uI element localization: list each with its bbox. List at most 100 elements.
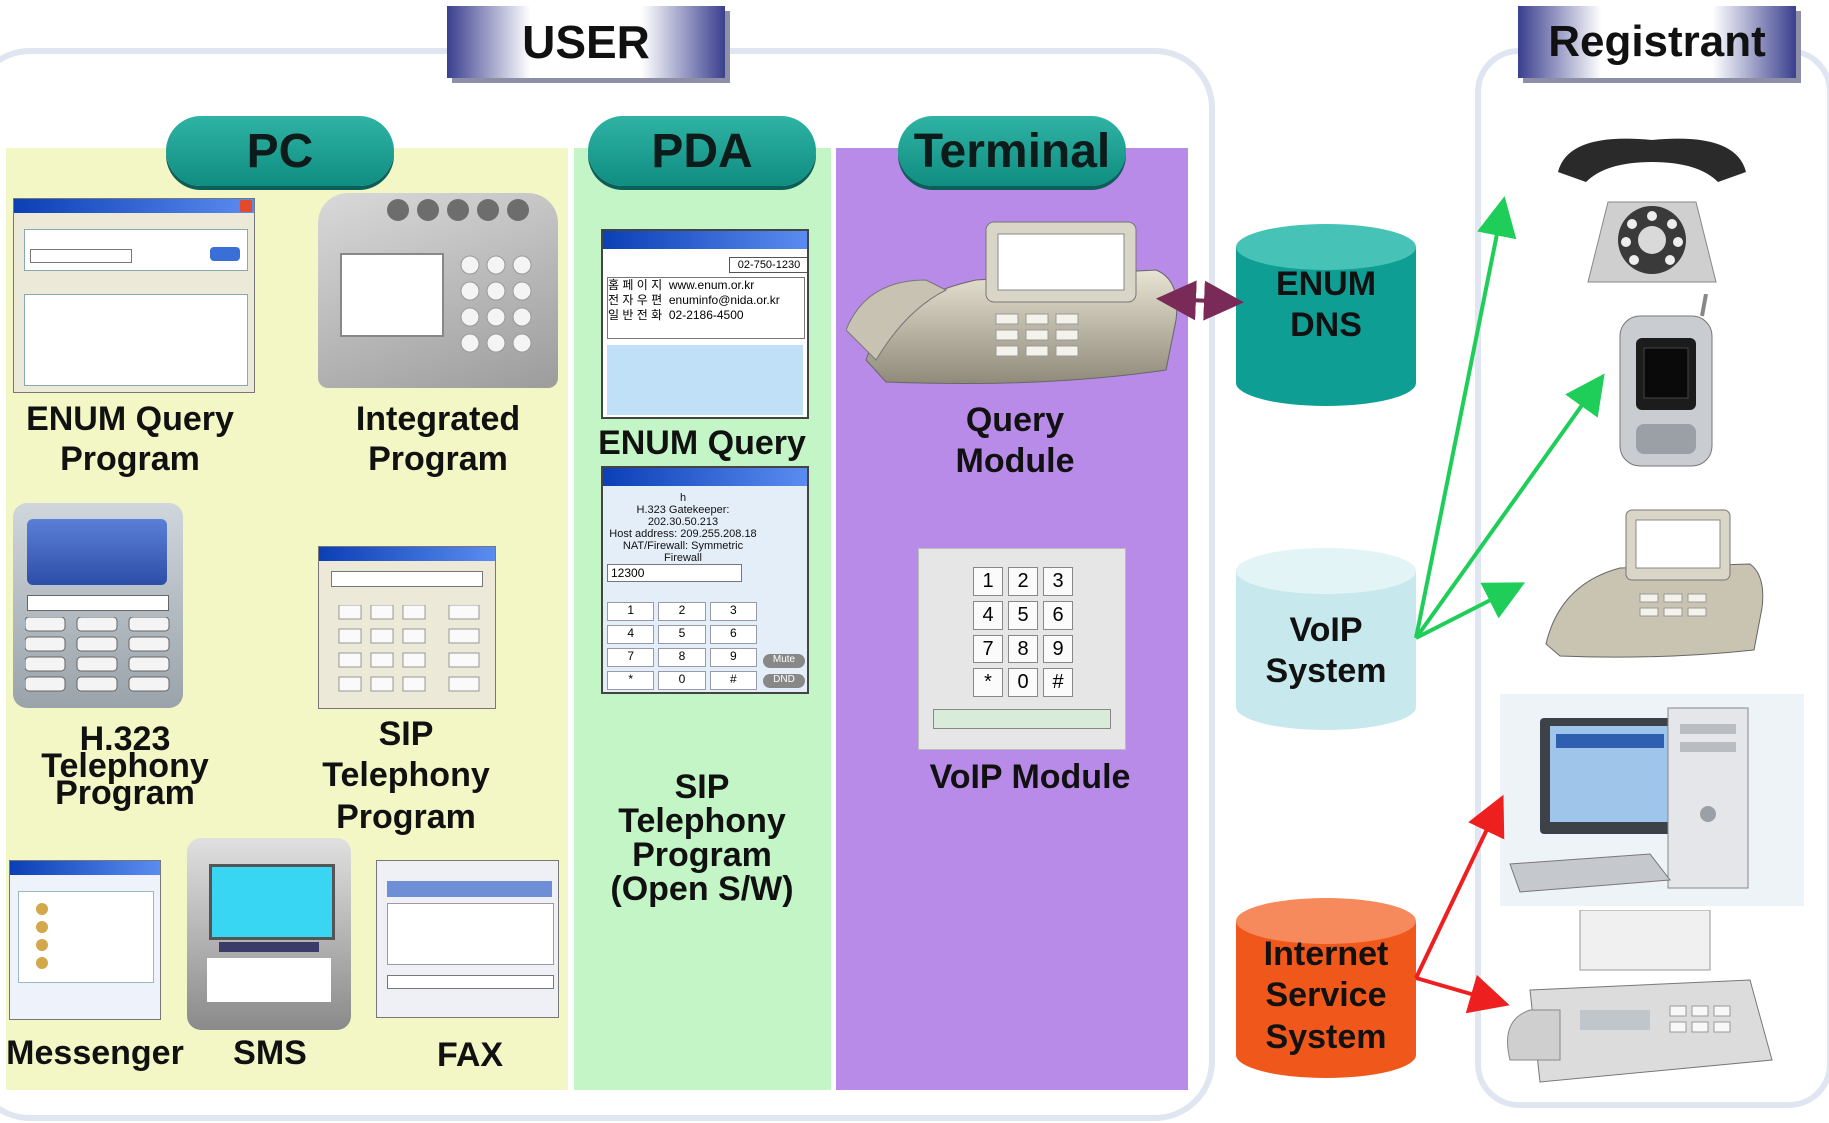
h323-screen xyxy=(27,519,167,585)
pda-title-bar xyxy=(603,231,807,249)
pda-sip-mute: Mute xyxy=(763,654,805,668)
fax-label: FAX xyxy=(436,1036,504,1074)
keypad-key: 3 xyxy=(1043,567,1073,596)
enum-result-row: 일 반 전 화 02-2186-4500 xyxy=(608,308,744,322)
pda-key: * xyxy=(607,671,655,690)
sip-number-field xyxy=(331,571,483,587)
isp-to-computer-arrow xyxy=(1414,794,1505,979)
pda-section-title: PDA xyxy=(588,116,816,186)
sms-message-area xyxy=(207,958,331,1002)
integrated-program-screenshot xyxy=(318,193,558,388)
pda-key: 6 xyxy=(709,625,757,644)
enum-result-row: 홈 페 이 지 www.enum.or.kr xyxy=(608,278,755,292)
user-banner: USER xyxy=(447,6,725,78)
pda-enum-number: 02-750-1230 xyxy=(729,257,807,273)
keypad-key: 5 xyxy=(1008,600,1038,630)
top-buttons xyxy=(378,197,548,223)
pda-sip-screenshot: h H.323 Gatekeeper: 202.30.50.213 Host a… xyxy=(601,466,809,694)
keypad-display xyxy=(933,709,1111,729)
voip-module-keypad: 1 2 3 4 5 6 7 8 9 * 0 # xyxy=(918,548,1126,750)
pda-sip-keypad: 1 2 3 4 5 6 7 8 9 * 0 # xyxy=(607,602,757,690)
keypad-key: 8 xyxy=(1008,634,1038,664)
keypad-key: * xyxy=(973,668,1003,697)
sip-program-screenshot xyxy=(318,546,496,709)
fax-file-field xyxy=(387,975,554,989)
keypad-key: # xyxy=(1043,668,1073,697)
voip-to-rotary-phone-arrow xyxy=(1414,196,1517,639)
pda-sip-number: 12300 xyxy=(607,564,742,582)
fax-screenshot xyxy=(376,860,559,1018)
pda-key: 2 xyxy=(658,602,706,621)
rotary-phone-icon xyxy=(1558,138,1746,283)
title-bar xyxy=(10,861,160,875)
voip-module-label: VoIP Module xyxy=(929,758,1131,796)
pda-key: 5 xyxy=(658,625,706,644)
keypad-key: 9 xyxy=(1043,634,1073,664)
h323-number-field xyxy=(27,595,169,611)
h323-program-screenshot xyxy=(13,503,183,708)
integrated-keypad xyxy=(460,255,532,353)
pda-key: # xyxy=(709,671,757,690)
keypad-key: 2 xyxy=(1008,567,1038,596)
pc-section-title: PC xyxy=(166,116,394,186)
desktop-computer-icon xyxy=(1500,694,1804,906)
result-panel xyxy=(24,294,248,386)
title-bar xyxy=(319,547,495,561)
fax-table xyxy=(387,903,554,965)
pda-key: 0 xyxy=(658,671,706,690)
pda-key: 8 xyxy=(658,648,706,667)
pda-enum-results: 홈 페 이 지 www.enum.or.kr 전 자 우 편 enuminfo@… xyxy=(607,277,805,339)
window-close-icon xyxy=(240,200,252,212)
keypad-key: 0 xyxy=(1008,668,1038,697)
buddy-icons xyxy=(36,903,48,969)
fax-machine-icon xyxy=(1507,910,1773,1083)
query-terminal-phone xyxy=(846,221,1178,384)
keypad-key: 4 xyxy=(973,600,1003,630)
voip-to-mobile-phone-arrow xyxy=(1414,373,1605,640)
messenger-screenshot xyxy=(9,860,161,1020)
pda-key: 1 xyxy=(607,602,655,621)
query-field xyxy=(30,249,132,263)
device-screen xyxy=(340,253,444,337)
registrant-banner: Registrant xyxy=(1518,6,1796,78)
isp-to-fax-arrow xyxy=(1415,974,1510,1014)
sms-screenshot xyxy=(187,838,351,1030)
query-to-enum-dns-arrow xyxy=(1156,280,1244,321)
pda-key: 7 xyxy=(607,648,655,667)
terminal-phone-icon xyxy=(1545,509,1764,658)
sms-label: SMS xyxy=(233,1034,307,1072)
pda-key: 9 xyxy=(709,648,757,667)
keypad-key: 6 xyxy=(1043,600,1073,630)
sms-brand-strip xyxy=(219,942,319,952)
pda-title-bar xyxy=(603,468,807,486)
keypad-key: 7 xyxy=(973,634,1003,664)
title-bar xyxy=(14,199,254,213)
voip-to-terminal-phone-arrow xyxy=(1415,582,1526,640)
terminal-section-title: Terminal xyxy=(898,116,1126,186)
enum-result-row: 전 자 우 편 enuminfo@nida.or.kr xyxy=(608,293,780,307)
keypad-key: 1 xyxy=(973,567,1003,596)
query-button xyxy=(210,247,240,261)
mobile-phone-icon xyxy=(1619,294,1713,467)
messenger-label: Messenger xyxy=(6,1034,184,1072)
h323-keypad xyxy=(25,617,170,692)
pda-key: 3 xyxy=(709,602,757,621)
sms-screen xyxy=(209,864,335,940)
keypad-grid: 1 2 3 4 5 6 7 8 9 * 0 # xyxy=(973,567,1073,697)
pda-enum-query-screenshot: 02-750-1230 홈 페 이 지 www.enum.or.kr 전 자 우… xyxy=(601,229,809,419)
pda-enum-keypad xyxy=(607,345,803,415)
pda-enum-query-label: ENUM Query xyxy=(598,424,806,462)
